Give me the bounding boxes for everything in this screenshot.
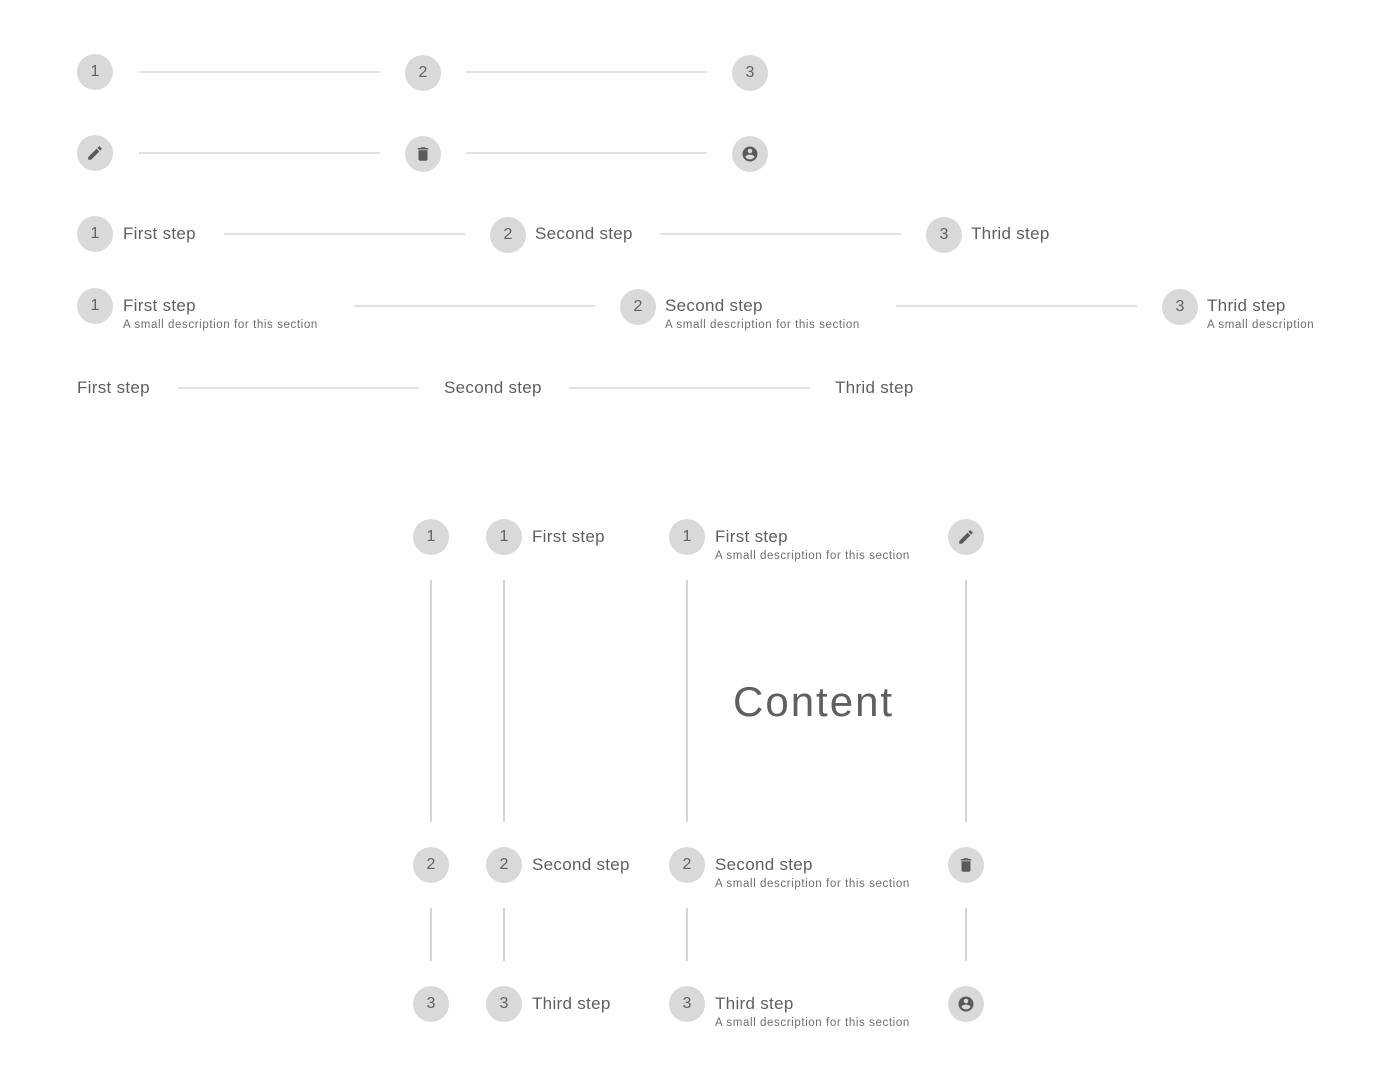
- step-3-circle[interactable]: 3: [926, 217, 962, 253]
- step-content: Content: [733, 678, 895, 725]
- step-3-label[interactable]: Thrid step: [835, 378, 914, 397]
- step-2-description: A small description for this section: [715, 878, 910, 890]
- step-1-label[interactable]: First step: [715, 527, 788, 546]
- step-3-description: A small description: [1207, 319, 1315, 331]
- connector-line: [965, 580, 967, 822]
- connector-line: [224, 233, 465, 235]
- step-1-label[interactable]: First step: [532, 527, 605, 546]
- account-circle-icon[interactable]: [948, 986, 984, 1022]
- pencil-icon[interactable]: [77, 135, 113, 171]
- step-3-description: A small description for this section: [715, 1017, 910, 1029]
- step-number: 1: [426, 528, 436, 545]
- step-number: 3: [939, 226, 949, 243]
- step-2-label[interactable]: Second step: [532, 855, 630, 874]
- pencil-icon[interactable]: [948, 519, 984, 555]
- connector-line: [965, 908, 967, 961]
- step-2-label[interactable]: Second step: [444, 378, 542, 397]
- step-number: 2: [418, 64, 428, 81]
- step-2-circle[interactable]: 2: [490, 217, 526, 253]
- connector-line: [466, 71, 707, 73]
- step-2-circle[interactable]: 2: [405, 55, 441, 91]
- trash-icon[interactable]: [405, 136, 441, 172]
- step-number: 3: [499, 995, 509, 1012]
- step-2-description: A small description for this section: [665, 319, 860, 331]
- trash-icon[interactable]: [948, 847, 984, 883]
- step-3-label[interactable]: Thrid step: [1207, 296, 1286, 315]
- connector-line: [686, 580, 688, 822]
- connector-line: [139, 152, 380, 154]
- step-1-circle[interactable]: 1: [486, 519, 522, 555]
- step-2-label[interactable]: Second step: [665, 296, 763, 315]
- step-3-circle[interactable]: 3: [732, 55, 768, 91]
- step-2-circle[interactable]: 2: [620, 289, 656, 325]
- step-number: 1: [90, 225, 100, 242]
- step-1-label[interactable]: First step: [77, 378, 150, 397]
- step-number: 1: [90, 63, 100, 80]
- connector-line: [430, 908, 432, 961]
- step-number: 3: [426, 995, 436, 1012]
- connector-line: [354, 305, 595, 307]
- step-3-circle[interactable]: 3: [413, 986, 449, 1022]
- step-3-circle[interactable]: 3: [669, 986, 705, 1022]
- step-2-label[interactable]: Second step: [715, 855, 813, 874]
- step-1-description: A small description for this section: [715, 550, 910, 562]
- step-number: 2: [503, 226, 513, 243]
- connector-line: [569, 387, 810, 389]
- connector-line: [503, 908, 505, 961]
- step-number: 3: [745, 64, 755, 81]
- step-3-label[interactable]: Third step: [715, 994, 794, 1013]
- step-2-circle[interactable]: 2: [486, 847, 522, 883]
- connector-line: [466, 152, 707, 154]
- step-1-circle[interactable]: 1: [77, 54, 113, 90]
- step-number: 3: [1175, 298, 1185, 315]
- step-1-circle[interactable]: 1: [77, 288, 113, 324]
- step-number: 1: [682, 528, 692, 545]
- step-1-label[interactable]: First step: [123, 224, 196, 243]
- connector-line: [660, 233, 901, 235]
- step-2-circle[interactable]: 2: [669, 847, 705, 883]
- step-1-circle[interactable]: 1: [669, 519, 705, 555]
- step-2-circle[interactable]: 2: [413, 847, 449, 883]
- step-1-circle[interactable]: 1: [77, 216, 113, 252]
- step-1-label[interactable]: First step: [123, 296, 196, 315]
- step-number: 1: [499, 528, 509, 545]
- connector-line: [503, 580, 505, 822]
- connector-line: [686, 908, 688, 961]
- step-2-label[interactable]: Second step: [535, 224, 633, 243]
- step-number: 1: [90, 297, 100, 314]
- step-3-circle[interactable]: 3: [486, 986, 522, 1022]
- connector-line: [896, 305, 1137, 307]
- step-number: 2: [633, 298, 643, 315]
- account-circle-icon[interactable]: [732, 136, 768, 172]
- connector-line: [139, 71, 380, 73]
- connector-line: [430, 580, 432, 822]
- connector-line: [178, 387, 419, 389]
- step-3-label[interactable]: Third step: [532, 994, 611, 1013]
- step-1-circle[interactable]: 1: [413, 519, 449, 555]
- step-number: 2: [682, 856, 692, 873]
- step-number: 3: [682, 995, 692, 1012]
- step-3-circle[interactable]: 3: [1162, 289, 1198, 325]
- step-3-label[interactable]: Thrid step: [971, 224, 1050, 243]
- step-1-description: A small description for this section: [123, 319, 318, 331]
- step-number: 2: [499, 856, 509, 873]
- step-number: 2: [426, 856, 436, 873]
